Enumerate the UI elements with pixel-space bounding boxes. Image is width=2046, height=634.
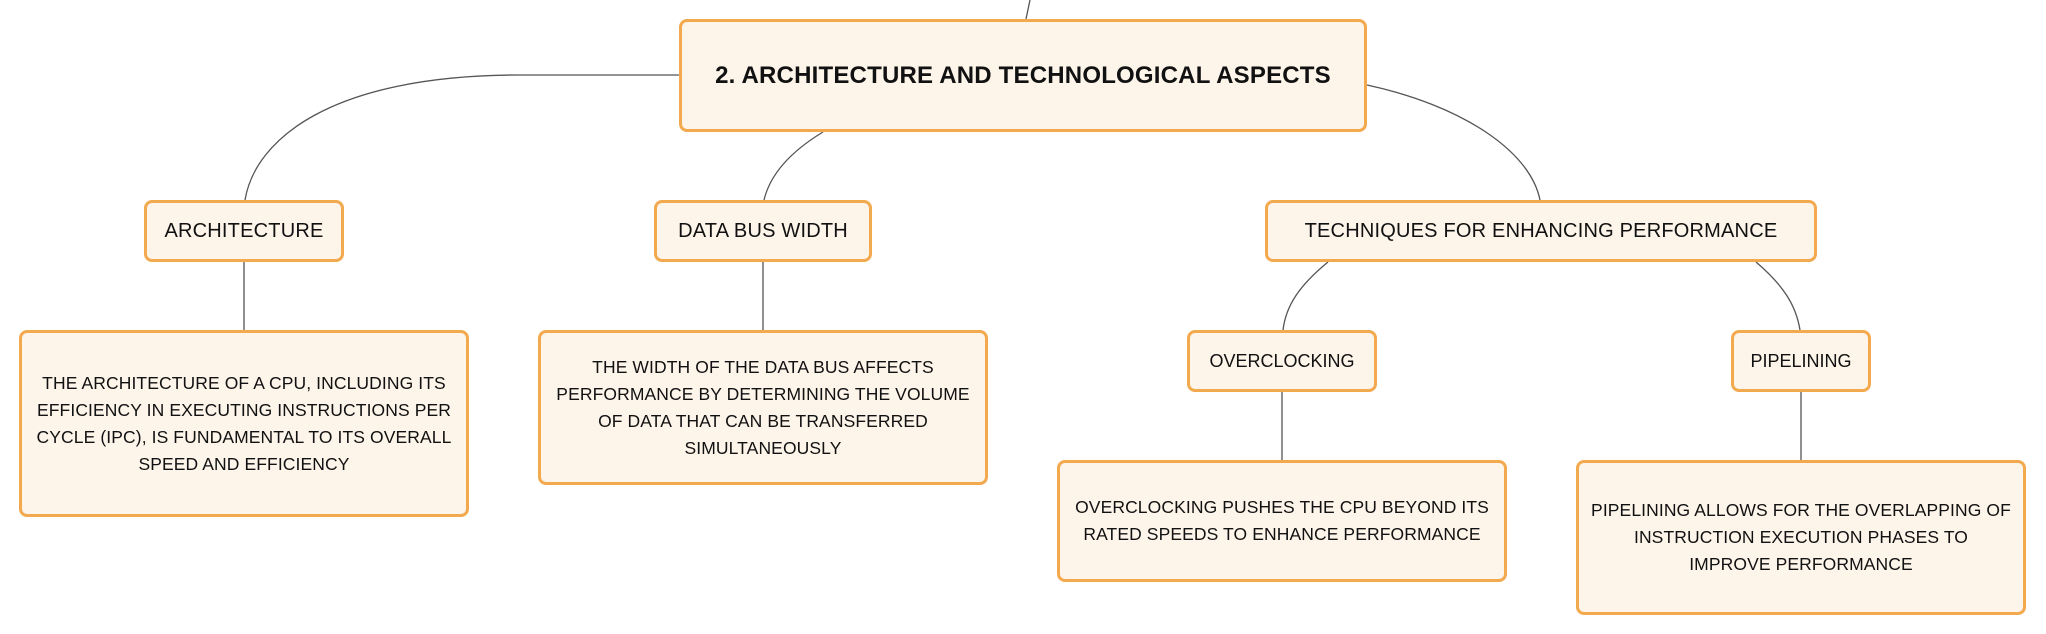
topic-label-techniques: TECHNIQUES FOR ENHANCING PERFORMANCE bbox=[1304, 219, 1778, 242]
subtopic-node-overclocking[interactable]: OVERCLOCKING bbox=[1187, 330, 1377, 392]
connector-root-to-databus bbox=[763, 131, 824, 201]
detail-text-pipelining: PIPELINING ALLOWS FOR THE OVERLAPPING OF… bbox=[1591, 500, 2011, 574]
topic-node-techniques[interactable]: TECHNIQUES FOR ENHANCING PERFORMANCE bbox=[1265, 200, 1817, 262]
root-topic-node[interactable]: 2. ARCHITECTURE AND TECHNOLOGICAL ASPECT… bbox=[679, 19, 1367, 132]
subtopic-label-overclocking: OVERCLOCKING bbox=[1209, 350, 1355, 371]
detail-node-overclocking[interactable]: OVERCLOCKING PUSHES THE CPU BEYOND ITS R… bbox=[1057, 460, 1507, 582]
root-topic-label: 2. ARCHITECTURE AND TECHNOLOGICAL ASPECT… bbox=[715, 61, 1331, 89]
detail-node-data-bus-width[interactable]: THE WIDTH OF THE DATA BUS AFFECTS PERFOR… bbox=[538, 330, 988, 485]
connector-root-to-architecture bbox=[244, 74, 679, 201]
detail-node-pipelining[interactable]: PIPELINING ALLOWS FOR THE OVERLAPPING OF… bbox=[1576, 460, 2026, 615]
connector-techniques-to-overclocking bbox=[1282, 261, 1329, 331]
subtopic-node-pipelining[interactable]: PIPELINING bbox=[1731, 330, 1871, 392]
detail-node-architecture[interactable]: THE ARCHITECTURE OF A CPU, INCLUDING ITS… bbox=[19, 330, 469, 517]
subtopic-label-pipelining: PIPELINING bbox=[1750, 350, 1852, 371]
connector-parent-edge bbox=[1025, 0, 1031, 20]
topic-node-data-bus-width[interactable]: DATA BUS WIDTH bbox=[654, 200, 872, 262]
topic-node-architecture[interactable]: ARCHITECTURE bbox=[144, 200, 344, 262]
connector-root-to-techniques bbox=[1366, 84, 1541, 201]
detail-text-architecture: THE ARCHITECTURE OF A CPU, INCLUDING ITS… bbox=[36, 372, 452, 474]
detail-text-data-bus-width: THE WIDTH OF THE DATA BUS AFFECTS PERFOR… bbox=[556, 356, 970, 458]
topic-label-architecture: ARCHITECTURE bbox=[164, 219, 324, 242]
detail-text-overclocking: OVERCLOCKING PUSHES THE CPU BEYOND ITS R… bbox=[1075, 497, 1489, 544]
connector-techniques-to-pipelining bbox=[1755, 261, 1801, 331]
topic-label-data-bus-width: DATA BUS WIDTH bbox=[678, 219, 848, 242]
